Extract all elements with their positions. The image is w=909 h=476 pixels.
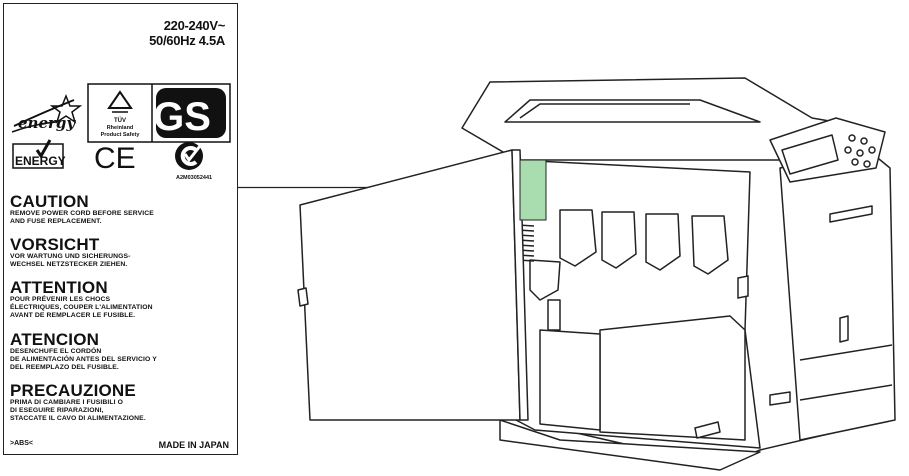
label-location-highlight <box>519 159 547 221</box>
star-icon <box>49 93 83 124</box>
certification-code: A2M03052441 <box>176 175 213 181</box>
warning-text: REMOVE POWER CORD BEFORE SERVICE AND FUS… <box>10 210 154 225</box>
toner-slot-1 <box>559 209 597 267</box>
warning-caution: CAUTION REMOVE POWER CORD BEFORE SERVICE… <box>10 193 235 226</box>
warning-text: DESENCHUFE EL CORDÓN DE ALIMENTACIÓN ANT… <box>10 348 157 371</box>
warning-heading: VORSICHT <box>10 235 100 254</box>
output-tray <box>504 99 761 123</box>
gs-text: GS <box>153 95 211 139</box>
warning-text: PRIMA DI CAMBIARE I FUSIBILI O DI ESEGUI… <box>10 399 146 422</box>
lower-panel <box>599 315 746 441</box>
tuv-gs-logo: TÜV Rheinland Product Safety GS <box>87 83 231 143</box>
tick-icon <box>183 145 202 163</box>
warning-atencion: ATENCION DESENCHUFE EL CORDÓN DE ALIMENT… <box>10 331 235 372</box>
warning-heading: ATTENTION <box>10 278 108 297</box>
voltage-rating: 220-240V~ <box>163 18 226 33</box>
warning-precauzione: PRECAUZIONE PRIMA DI CAMBIARE I FUSIBILI… <box>10 382 235 423</box>
rating-label: 220-240V~ 50/60Hz 4.5A energy ENERGY TÜV… <box>3 3 238 455</box>
tuv-safety-text: Product Safety <box>101 132 141 138</box>
power-rating: 220-240V~ 50/60Hz 4.5A <box>149 18 225 48</box>
energy-word-text: ENERGY <box>15 154 66 168</box>
certification-logos: energy ENERGY TÜV Rheinland Product Safe… <box>11 83 231 175</box>
toner-slot-4 <box>691 215 729 275</box>
tuv-triangle-icon <box>107 90 133 109</box>
toner-slot-3 <box>645 213 681 271</box>
gs-badge <box>156 88 226 138</box>
energy-box-logo: ENERGY <box>12 139 66 169</box>
frequency-current-rating: 50/60Hz 4.5A <box>149 33 225 48</box>
tuv-rheinland-text: Rheinland <box>107 125 134 131</box>
label-footer: >ABS< MADE IN JAPAN <box>10 440 229 450</box>
warning-text: VOR WARTUNG UND SICHERUNGS- WECHSEL NETZ… <box>10 253 131 268</box>
tuv-text: TÜV <box>114 117 126 124</box>
ce-mark: CE <box>94 142 136 175</box>
warning-heading: PRECAUZIONE <box>10 381 136 400</box>
energy-star-logo: energy <box>11 93 83 133</box>
warning-attention: ATTENTION POUR PRÉVENIR LES CHOCS ÉLECTR… <box>10 279 235 320</box>
right-side-panel <box>779 149 896 441</box>
checkmark-icon <box>35 139 52 159</box>
toner-slot-2 <box>601 211 637 269</box>
door-latch <box>297 287 309 307</box>
display-screen <box>781 134 839 175</box>
warning-heading: ATENCION <box>10 330 100 349</box>
open-front-door <box>297 149 529 421</box>
made-in-text: MADE IN JAPAN <box>158 440 229 450</box>
c-tick-logo <box>175 142 203 170</box>
warning-heading: CAUTION <box>10 192 89 211</box>
material-code: >ABS< <box>10 440 33 447</box>
warning-text: POUR PRÉVENIR LES CHOCS ÉLECTRIQUES, COU… <box>10 296 153 319</box>
warning-vorsicht: VORSICHT VOR WARTUNG UND SICHERUNGS- WEC… <box>10 236 235 269</box>
